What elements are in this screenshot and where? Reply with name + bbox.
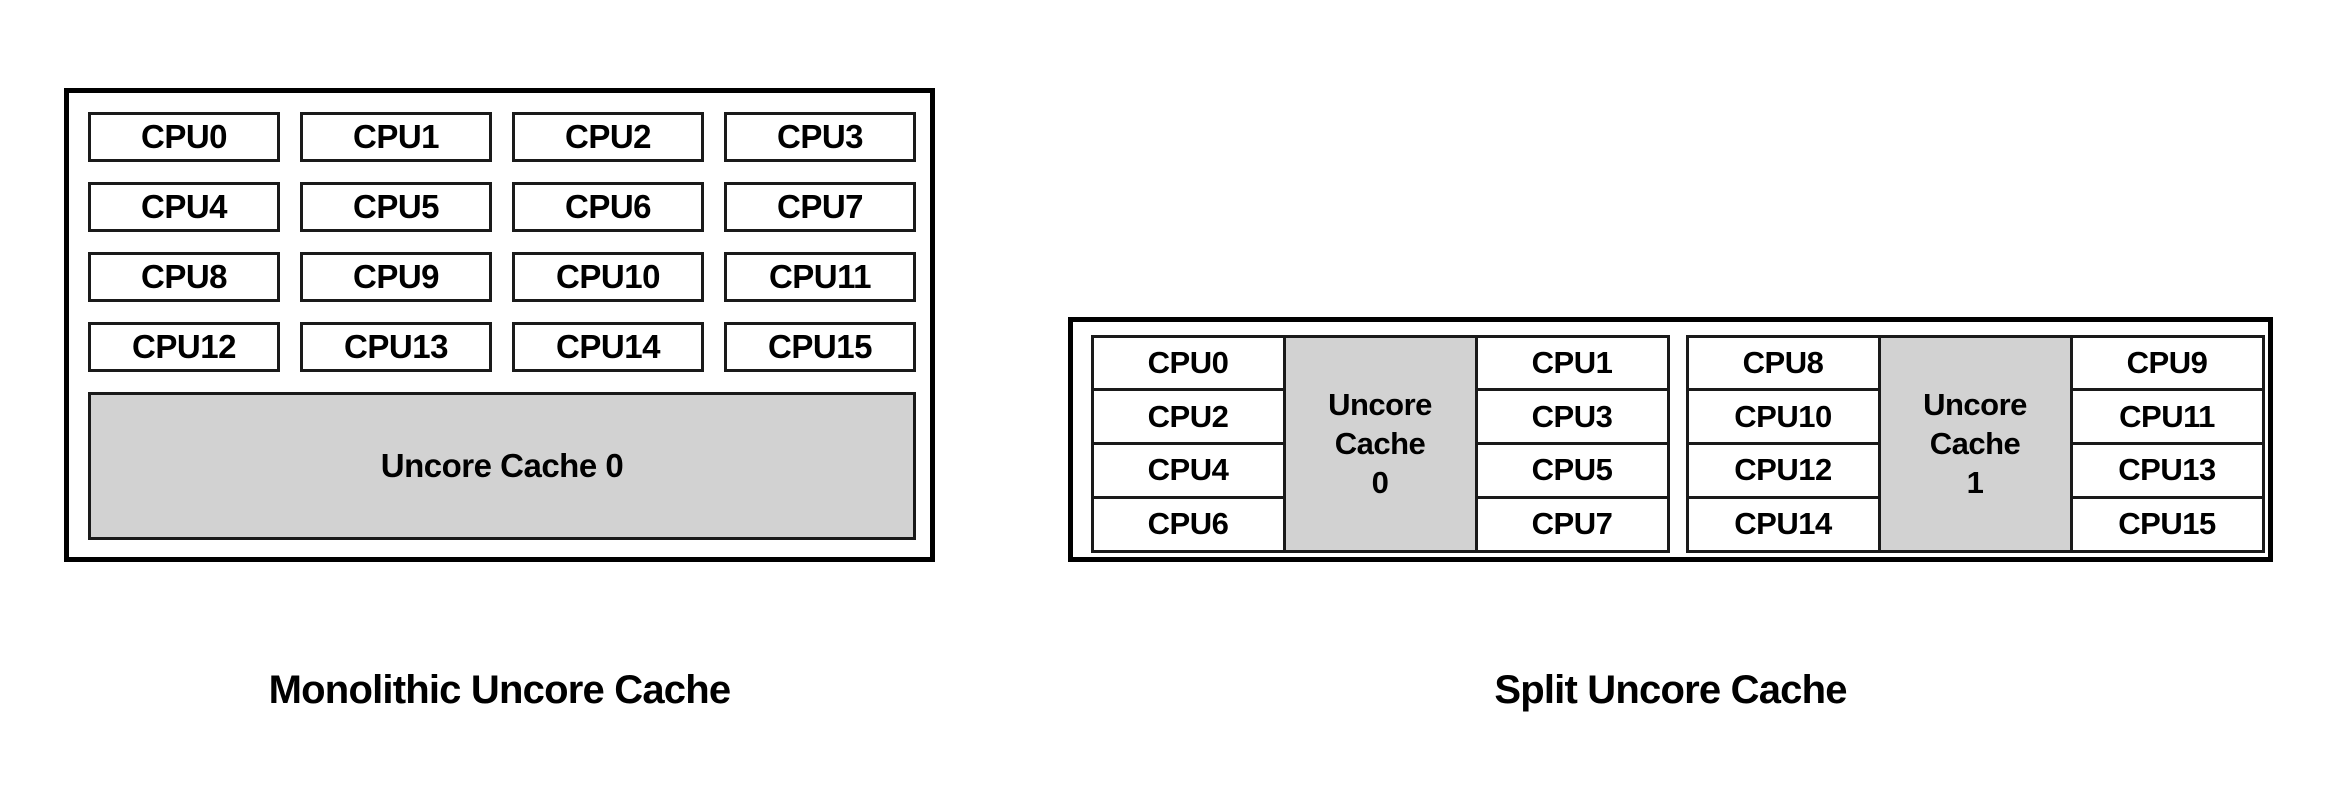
cpu-box: CPU2 (512, 112, 704, 162)
cpu-box: CPU6 (512, 182, 704, 232)
uncore-cache-label-line3: 1 (1966, 465, 1984, 501)
monolithic-cpu-grid: CPU0 CPU1 CPU2 CPU3 CPU4 CPU5 CPU6 CPU7 … (88, 112, 916, 372)
cpu-box: CPU9 (2069, 334, 2265, 392)
uncore-cache-box: Uncore Cache 0 (88, 392, 916, 540)
uncore-cache-label-line3: 0 (1371, 465, 1389, 501)
cpu-box: CPU11 (2069, 388, 2265, 445)
cpu-box: CPU12 (1685, 442, 1881, 499)
cpu-box: CPU7 (1474, 495, 1670, 553)
cpu-box: CPU11 (724, 252, 916, 302)
cpu-box: CPU1 (1474, 334, 1670, 392)
cpu-box: CPU7 (724, 182, 916, 232)
uncore-cache-label-line2: Cache (1334, 425, 1426, 461)
uncore-cache-box: Uncore Cache 0 (1282, 334, 1478, 553)
cpu-box: CPU5 (300, 182, 492, 232)
cpu-box: CPU9 (300, 252, 492, 302)
split-diagram-caption: Split Uncore Cache (1494, 668, 1847, 712)
cpu-box: CPU2 (1090, 388, 1286, 445)
cpu-box: CPU14 (512, 322, 704, 372)
cpu-box: CPU10 (1685, 388, 1881, 445)
cpu-box: CPU12 (88, 322, 280, 372)
cpu-box: CPU4 (88, 182, 280, 232)
uncore-cache-label-line1: Uncore (1328, 386, 1432, 422)
cpu-box: CPU14 (1685, 495, 1881, 553)
cpu-box: CPU5 (1474, 442, 1670, 499)
uncore-cache-label-line2: Cache (1929, 425, 2021, 461)
cpu-box: CPU3 (1474, 388, 1670, 445)
cpu-box: CPU13 (2069, 442, 2265, 499)
uncore-cache-box: Uncore Cache 1 (1877, 334, 2073, 553)
cpu-box: CPU15 (2069, 495, 2265, 553)
cpu-box: CPU6 (1090, 495, 1286, 553)
cpu-box: CPU4 (1090, 442, 1286, 499)
cpu-box: CPU3 (724, 112, 916, 162)
split-cache-group: CPU8 CPU9 CPU10 CPU11 CPU12 CPU13 CPU14 … (1685, 334, 2265, 553)
cpu-box: CPU13 (300, 322, 492, 372)
split-uncore-cache-diagram: CPU0 CPU1 CPU2 CPU3 CPU4 CPU5 CPU6 CPU7 … (1068, 317, 2273, 562)
monolithic-diagram-caption: Monolithic Uncore Cache (268, 668, 731, 712)
monolithic-uncore-cache-diagram: CPU0 CPU1 CPU2 CPU3 CPU4 CPU5 CPU6 CPU7 … (64, 88, 935, 562)
cpu-box: CPU0 (1090, 334, 1286, 392)
cpu-box: CPU1 (300, 112, 492, 162)
uncore-cache-label-line1: Uncore (1923, 386, 2027, 422)
cpu-box: CPU10 (512, 252, 704, 302)
cpu-box: CPU0 (88, 112, 280, 162)
split-cache-group: CPU0 CPU1 CPU2 CPU3 CPU4 CPU5 CPU6 CPU7 … (1090, 334, 1670, 553)
cpu-box: CPU8 (88, 252, 280, 302)
cpu-box: CPU8 (1685, 334, 1881, 392)
cpu-box: CPU15 (724, 322, 916, 372)
